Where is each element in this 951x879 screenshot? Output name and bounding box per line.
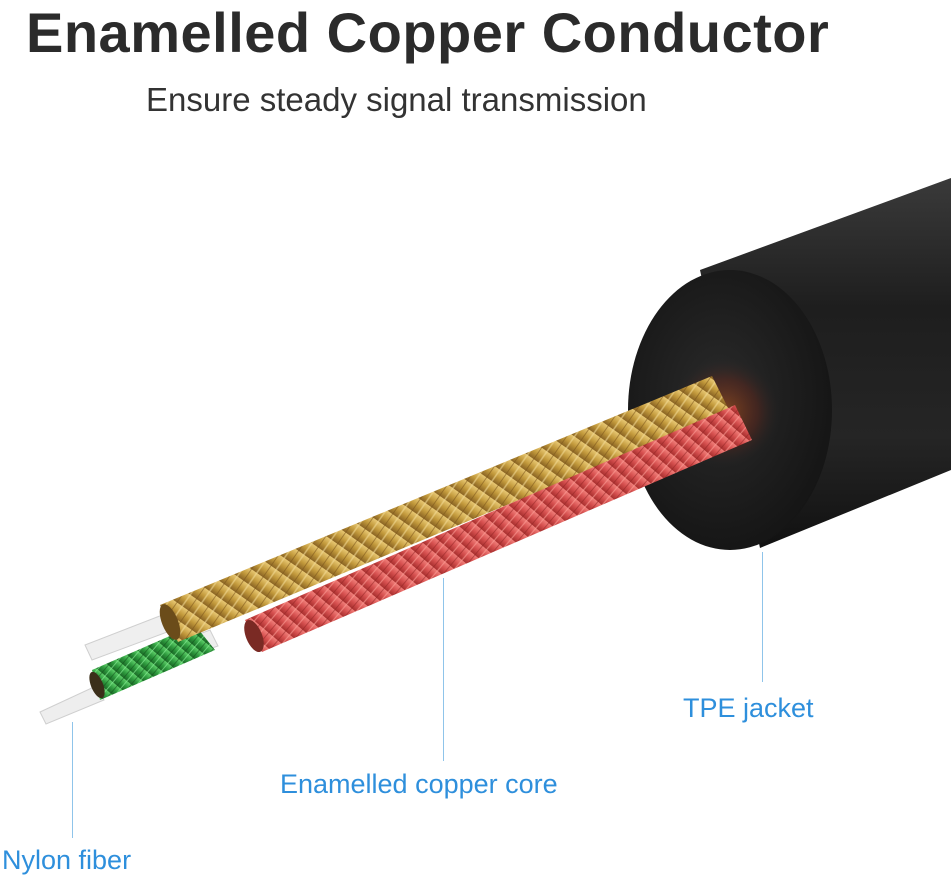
green-copper-core	[92, 625, 215, 700]
leader-line-nylon-fiber	[72, 722, 73, 838]
gold-core-end	[159, 604, 181, 640]
page-subtitle: Ensure steady signal transmission	[146, 81, 647, 118]
gold-copper-core	[160, 376, 730, 642]
red-core-end	[244, 619, 264, 653]
label-tpe-jacket: TPE jacket	[683, 693, 814, 723]
page-title: Enamelled Copper Conductor	[26, 1, 830, 64]
label-enamelled-copper-core: Enamelled copper core	[280, 769, 558, 799]
tpe-jacket	[628, 178, 951, 550]
red-copper-core	[245, 405, 752, 652]
nylon-fiber-1	[39, 685, 105, 725]
leader-line-tpe-jacket	[762, 552, 763, 682]
green-core-end	[89, 671, 105, 699]
label-nylon-fiber: Nylon fiber	[2, 845, 132, 875]
leader-line-copper-core	[443, 578, 444, 761]
